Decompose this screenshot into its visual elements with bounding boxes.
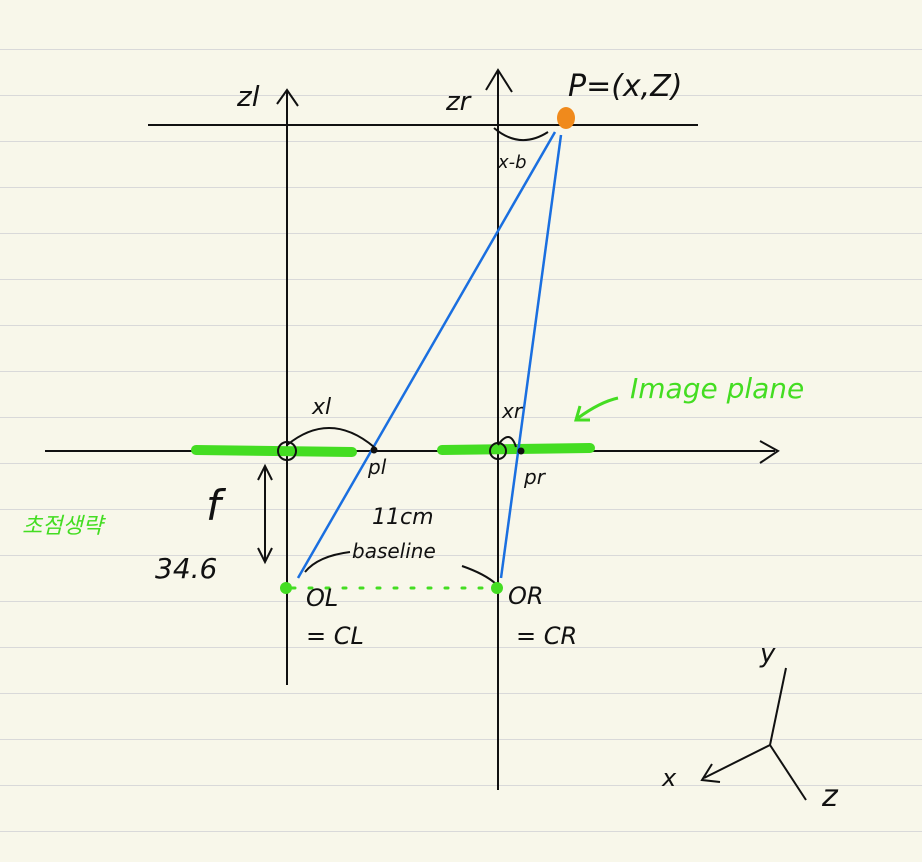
ol-camera-center [280, 582, 292, 594]
focal-arrow-top [257, 463, 273, 481]
z-axis-line [769, 744, 807, 801]
point-p-marker [557, 107, 575, 129]
or-camera-center [491, 582, 503, 594]
baseline-label: baseline [352, 539, 436, 563]
focal-value-label: 34.6 [155, 552, 217, 585]
ol-label: OL [306, 584, 338, 612]
baseline-pointer-right [461, 565, 497, 585]
left-ray [296, 131, 557, 579]
pl-label: pl [367, 455, 387, 479]
xl-label: xl [311, 395, 331, 420]
axis-y-label: y [759, 639, 776, 669]
right-axis-arrowhead [485, 68, 513, 93]
image-plane-pointer-head [574, 405, 590, 422]
cl-label: = CL [306, 622, 364, 650]
pl-point [370, 446, 378, 454]
image-plane-pointer [577, 396, 619, 420]
zr-axis-label: zr [445, 87, 473, 117]
point-p-label: P=(x,Z) [568, 69, 682, 104]
zl-axis-label: zl [236, 80, 260, 113]
or-label: OR [508, 582, 544, 610]
left-center-circle [277, 441, 297, 461]
baseline-value-label: 11cm [372, 505, 434, 530]
right-image-plane-highlight [437, 443, 595, 455]
focal-arrow-bottom [257, 547, 273, 565]
baseline-pointer-left [304, 551, 351, 573]
xr-label: xr [501, 399, 524, 423]
right-ray [499, 134, 563, 579]
right-center-circle [489, 442, 507, 460]
x-axis-line [703, 744, 771, 779]
pr-label: pr [523, 465, 547, 489]
pr-point [517, 447, 525, 455]
x-axis-arrowhead [700, 763, 721, 783]
x-minus-b-label: x-b [497, 152, 527, 173]
axis-z-label: z [821, 779, 839, 814]
x-minus-b-arc [493, 127, 549, 141]
image-plane-arrowhead [759, 440, 780, 464]
image-plane-label: Image plane [630, 372, 804, 405]
left-image-plane-highlight [191, 445, 357, 457]
focal-label: f [206, 481, 227, 530]
cr-label: = CR [516, 622, 577, 650]
axis-x-label: x [661, 764, 677, 792]
xl-arc [286, 427, 375, 448]
y-axis-line [769, 667, 787, 746]
korean-note-label: 초점생략 [22, 514, 107, 539]
left-axis-arrowhead [276, 88, 299, 107]
